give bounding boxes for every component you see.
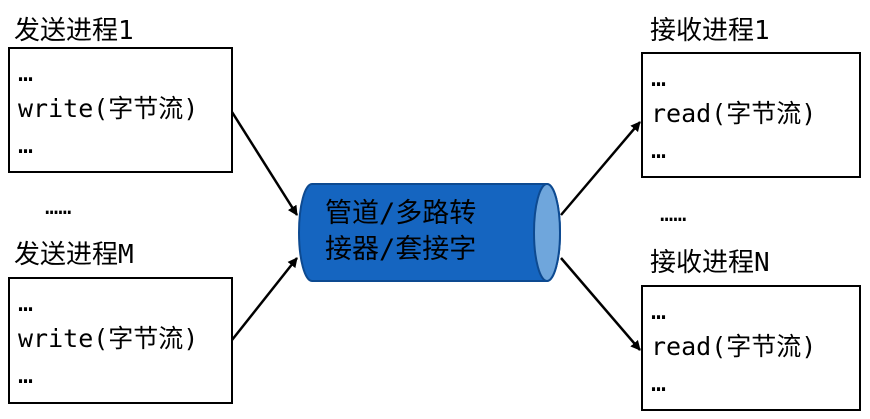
receiver1-title: 接收进程1 xyxy=(650,16,770,46)
pipe-label-line2: 接器/套接字 xyxy=(325,234,477,265)
code-line: write(字节流) xyxy=(18,94,199,123)
code-line: … xyxy=(651,63,667,92)
arrow-pipe-to-receiverN xyxy=(560,257,641,351)
code-line: read(字节流) xyxy=(651,99,817,128)
code-line: read(字节流) xyxy=(651,332,817,361)
receiverN-box: … read(字节流) … xyxy=(641,285,861,411)
sender-ellipsis: …… xyxy=(45,195,72,220)
receiver-ellipsis: …… xyxy=(660,202,687,227)
pipe-cylinder xyxy=(298,183,561,282)
code-line: … xyxy=(18,288,34,317)
senderM-box: … write(字节流) … xyxy=(8,277,233,404)
arrow-sender1-to-pipe xyxy=(230,111,299,216)
pipe-label-line1: 管道/多路转 xyxy=(325,198,477,229)
code-line: write(字节流) xyxy=(18,324,199,353)
sender1-title: 发送进程1 xyxy=(14,16,134,46)
senderM-title: 发送进程M xyxy=(14,240,134,270)
receiverN-title: 接收进程N xyxy=(650,248,770,278)
receiver1-box: … read(字节流) … xyxy=(641,52,861,178)
pipe-label: 管道/多路转 接器/套接字 xyxy=(325,196,525,268)
sender1-box: … write(字节流) … xyxy=(8,47,233,173)
code-line: … xyxy=(18,58,34,87)
arrow-pipe-to-receiver1 xyxy=(560,121,641,216)
code-line: … xyxy=(18,360,34,389)
code-line: … xyxy=(651,135,667,164)
arrow-senderM-to-pipe xyxy=(231,257,298,341)
code-line: … xyxy=(651,296,667,325)
code-line: … xyxy=(651,368,667,397)
code-line: … xyxy=(18,130,34,159)
